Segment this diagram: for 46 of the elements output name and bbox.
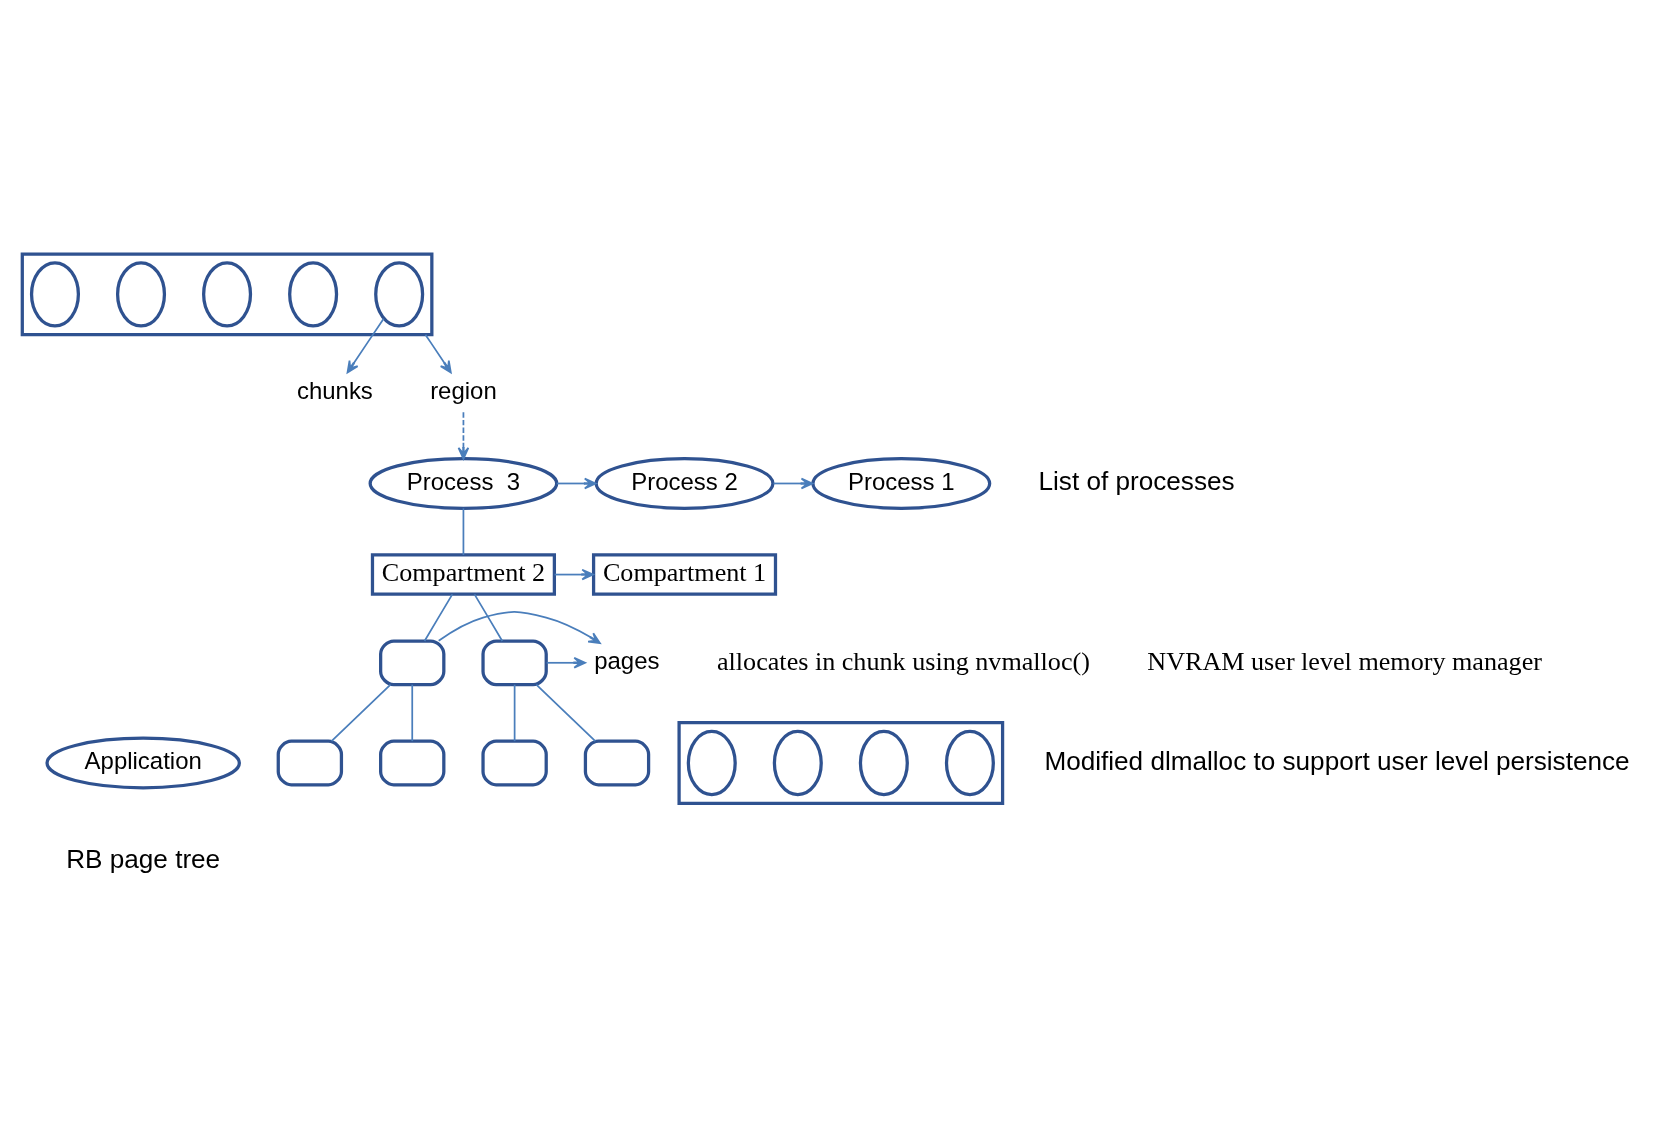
node-ellipse: Process 1 [811,456,992,510]
arrow [346,317,385,373]
arrow [437,610,601,644]
node-ellipse: Process 2 [594,456,775,510]
node-ellipse [686,729,737,796]
connector [513,683,516,742]
arrow [772,477,814,489]
node-ellipse [115,260,167,328]
node-box [481,638,548,686]
node-ellipse [772,729,823,796]
node-ellipse [288,260,339,328]
label: RB page tree [66,843,221,874]
label: List of processes [1038,465,1235,496]
node-box [379,739,446,786]
cluster [20,251,434,336]
node-ellipse [858,729,909,796]
arrow [457,410,470,460]
connector [423,592,454,642]
arrow [555,477,597,489]
node-box [583,739,651,786]
node-ellipse: Process 3 [368,456,559,510]
node-ellipse [202,260,253,328]
label: Modified dlmalloc to support user level persistence [1044,745,1630,776]
node-text: chunks [296,376,373,403]
node-box [276,739,344,786]
connector [535,683,597,742]
connector [411,683,414,742]
label: NVRAM user level memory manager [1147,646,1542,676]
node-ellipse: Application [45,736,241,789]
node-ellipse [944,729,995,796]
node-text: pages [594,646,660,674]
connector [462,507,465,556]
node-box: Compartment 1 [591,552,778,596]
node-box [481,739,548,786]
connector [330,683,392,742]
node-ellipse [374,260,425,328]
node-text: region [430,376,497,403]
arrow [545,656,586,669]
label: allocates in chunk using nvmalloc() [717,646,1090,676]
connector [473,592,504,642]
arrow [553,568,594,580]
node-ellipse [29,260,81,328]
arrow [424,333,452,373]
node-box [379,638,446,686]
node-box: Compartment 2 [370,552,556,596]
cluster [677,720,1005,805]
